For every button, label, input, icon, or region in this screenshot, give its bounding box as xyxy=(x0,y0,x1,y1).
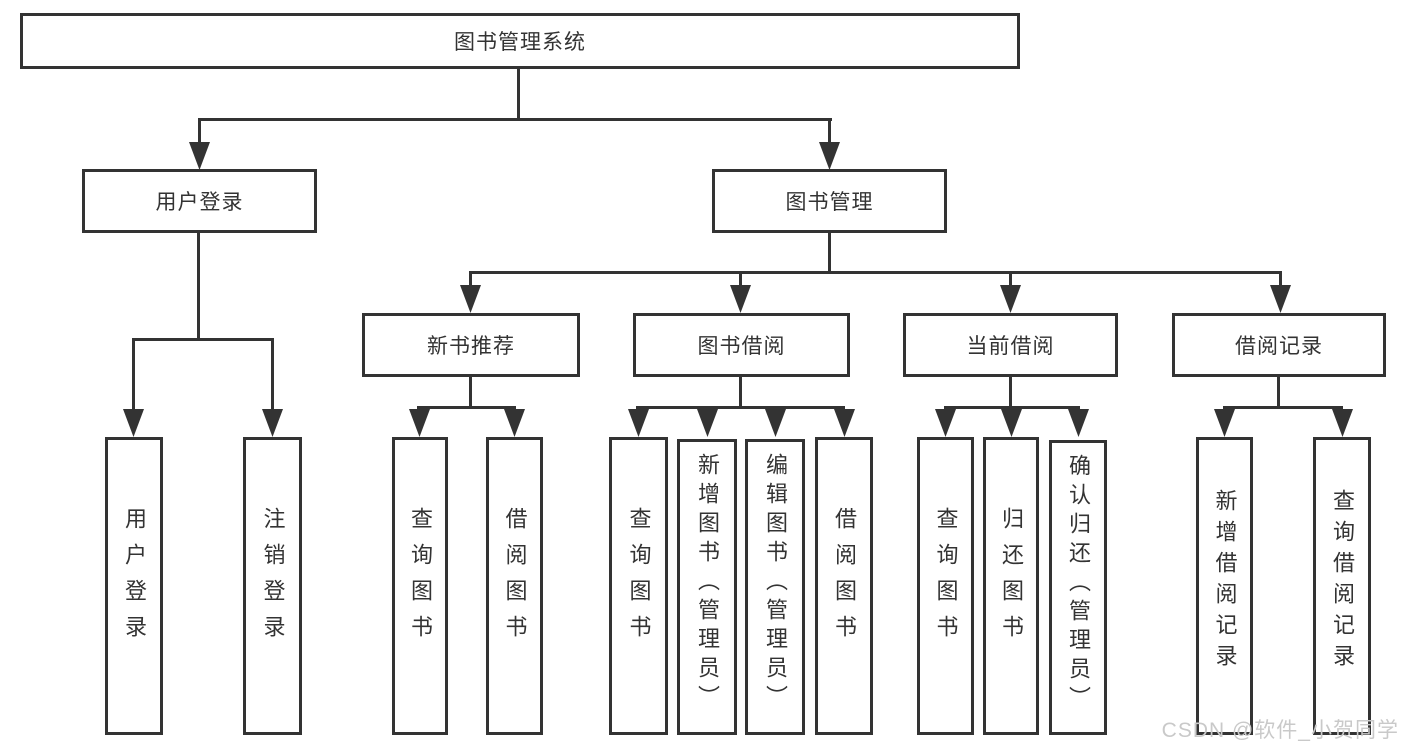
node-user-login-label: 用户登录 xyxy=(155,191,244,214)
connector-book-mgmt-stem xyxy=(828,233,831,274)
node-g2-edit-books-admin-label: 编辑图书（管理员） xyxy=(763,453,788,714)
node-g2-add-books-admin: 新增图书（管理员） xyxy=(677,439,737,735)
node-g3-search-books: 查询图书 xyxy=(917,437,974,735)
csdn-watermark: CSDN @软件_小贺同学 xyxy=(1161,719,1399,742)
arrow-down-icon xyxy=(819,142,840,170)
node-borrow-records-label: 借阅记录 xyxy=(1235,335,1323,358)
connector-drop-book-borrow xyxy=(739,271,742,289)
node-leaf-user-login: 用户登录 xyxy=(105,437,163,735)
node-new-book-recommend: 新书推荐 xyxy=(362,313,580,377)
connector-g1-hline xyxy=(417,406,516,409)
connector-root-stem xyxy=(517,69,520,121)
node-book-management-label: 图书管理 xyxy=(785,191,874,214)
connector-g4-hline xyxy=(1223,406,1343,409)
node-leaf-logout-label: 注销登录 xyxy=(260,507,286,651)
connector-g3-hline xyxy=(944,406,1080,409)
node-g4-search-borrow-record-label: 查询借阅记录 xyxy=(1330,488,1355,675)
node-new-book-recommend-label: 新书推荐 xyxy=(427,335,515,358)
node-g2-search-books-label: 查询图书 xyxy=(626,507,652,651)
arrow-down-icon xyxy=(1000,285,1021,313)
node-current-borrow: 当前借阅 xyxy=(903,313,1118,377)
node-g3-confirm-return-admin: 确认归还（管理员） xyxy=(1049,440,1107,735)
arrow-down-icon xyxy=(189,142,210,170)
arrow-down-icon xyxy=(834,409,855,437)
arrow-down-icon xyxy=(1068,409,1089,437)
arrow-down-icon xyxy=(123,409,144,437)
node-g4-add-borrow-record: 新增借阅记录 xyxy=(1196,437,1253,735)
connector-drop-current-borrow xyxy=(1009,271,1012,289)
arrow-down-icon xyxy=(628,409,649,437)
arrow-down-icon xyxy=(460,285,481,313)
arrow-down-icon xyxy=(1001,409,1022,437)
arrow-down-icon xyxy=(262,409,283,437)
arrow-down-icon xyxy=(1270,285,1291,313)
node-root: 图书管理系统 xyxy=(20,13,1020,69)
connector-drop-borrow-records xyxy=(1279,271,1282,289)
node-g2-borrow-books-label: 借阅图书 xyxy=(832,507,857,651)
connector-user-login-stem xyxy=(197,233,200,341)
arrow-down-icon xyxy=(765,409,786,437)
arrow-down-icon xyxy=(1214,409,1235,437)
connector-drop-login xyxy=(132,338,135,412)
node-leaf-user-login-label: 用户登录 xyxy=(122,507,147,651)
node-leaf-logout: 注销登录 xyxy=(243,437,302,735)
connector-drop-book-mgmt xyxy=(828,118,831,146)
node-book-borrow-label: 图书借阅 xyxy=(697,335,786,358)
node-g3-return-books: 归还图书 xyxy=(983,437,1039,735)
connector-user-login-hline xyxy=(132,338,274,341)
node-g1-borrow-books-label: 借阅图书 xyxy=(502,507,528,651)
arrow-down-icon xyxy=(935,409,956,437)
connector-g2-stem xyxy=(739,377,742,409)
node-borrow-records: 借阅记录 xyxy=(1172,313,1386,377)
node-user-login: 用户登录 xyxy=(82,169,317,233)
arrow-down-icon xyxy=(697,409,718,437)
arrow-down-icon xyxy=(1332,409,1353,437)
node-g3-return-books-label: 归还图书 xyxy=(999,507,1024,651)
node-g1-search-books: 查询图书 xyxy=(392,437,448,735)
connector-g1-stem xyxy=(469,377,472,409)
connector-drop-user-login xyxy=(198,118,201,146)
node-g4-search-borrow-record: 查询借阅记录 xyxy=(1313,437,1371,735)
node-book-management: 图书管理 xyxy=(712,169,947,233)
arrow-down-icon xyxy=(504,409,525,437)
connector-g3-stem xyxy=(1009,377,1012,409)
arrow-down-icon xyxy=(409,409,430,437)
node-g3-search-books-label: 查询图书 xyxy=(933,507,959,651)
node-g2-add-books-admin-label: 新增图书（管理员） xyxy=(695,453,720,714)
node-g1-borrow-books: 借阅图书 xyxy=(486,437,543,735)
connector-drop-new-books xyxy=(469,271,472,289)
node-g2-edit-books-admin: 编辑图书（管理员） xyxy=(745,439,805,735)
node-g4-add-borrow-record-label: 新增借阅记录 xyxy=(1212,488,1238,675)
node-g2-borrow-books: 借阅图书 xyxy=(815,437,873,735)
node-root-label: 图书管理系统 xyxy=(454,31,586,54)
connector-g4-stem xyxy=(1277,377,1280,409)
connector-g2-hline xyxy=(636,406,845,409)
connector-book-mgmt-hline xyxy=(469,271,1281,274)
node-g3-confirm-return-admin-label: 确认归还（管理员） xyxy=(1066,453,1091,715)
node-g2-search-books: 查询图书 xyxy=(609,437,668,735)
node-current-borrow-label: 当前借阅 xyxy=(966,335,1055,358)
connector-root-hline xyxy=(198,118,832,121)
arrow-down-icon xyxy=(730,285,751,313)
node-g1-search-books-label: 查询图书 xyxy=(408,507,433,651)
connector-drop-logout xyxy=(271,338,274,412)
node-book-borrow: 图书借阅 xyxy=(633,313,850,377)
